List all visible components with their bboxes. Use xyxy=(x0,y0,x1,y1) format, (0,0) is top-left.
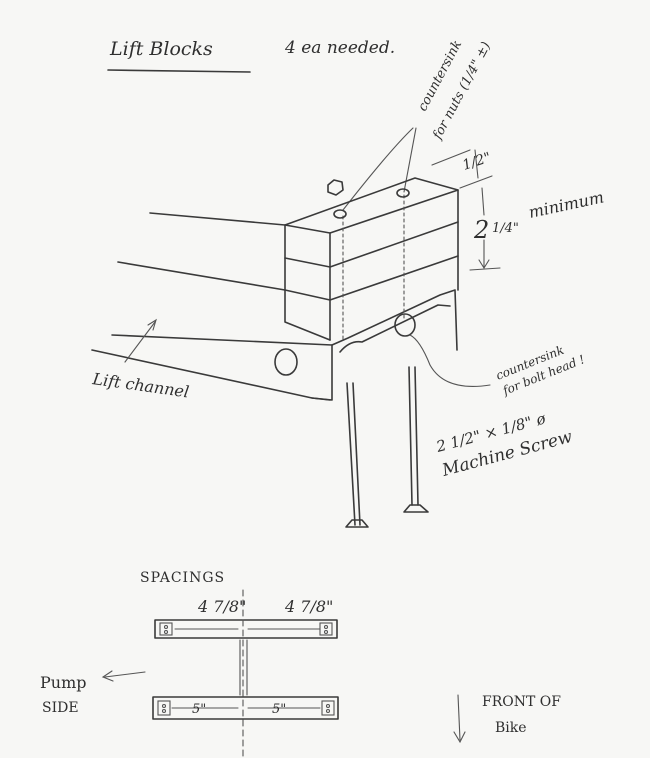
leader-nut-left xyxy=(342,127,414,211)
pump-label-line2: SIDE xyxy=(42,700,79,716)
nut-icon xyxy=(327,179,344,196)
lift-channel-label: Lift channel xyxy=(90,369,190,401)
countersink-bolt-note: countersink for bolt head ! xyxy=(494,343,587,398)
quantity-note: 4 ea needed. xyxy=(284,38,395,58)
spacing-right-bottom: 5" xyxy=(272,702,286,717)
spacings-label: SPACINGS xyxy=(140,570,225,586)
lift-channel-leader xyxy=(124,321,156,363)
machine-screws xyxy=(345,366,429,528)
dim-height-whole: 2 xyxy=(473,216,489,244)
nut-countersink-left xyxy=(333,209,347,219)
front-label-line2: Bike xyxy=(495,720,527,736)
channel-countersink-hole xyxy=(394,313,416,337)
dim-height-frac: 1/4" xyxy=(492,221,519,236)
channel-hole xyxy=(274,348,298,376)
countersink-nuts-note: countersink for nuts (1/4" ±) xyxy=(415,38,494,143)
pump-label-line1: Pump xyxy=(40,673,86,692)
spacing-right-top: 4 7/8" xyxy=(284,597,333,616)
spacing-bottom-bar xyxy=(152,696,339,720)
nut-countersink-right xyxy=(396,188,410,198)
front-label-line1: FRONT OF xyxy=(482,694,561,710)
title-text: Lift Blocks xyxy=(109,38,213,60)
spacing-top-bar xyxy=(154,619,338,639)
lift-channel xyxy=(91,212,458,401)
leader-bolt xyxy=(409,334,491,387)
dim-height-word: minimum xyxy=(527,187,606,221)
pump-arrow xyxy=(104,671,146,678)
title-underline xyxy=(107,69,251,73)
spacing-left-top: 4 7/8" xyxy=(197,597,246,616)
lift-block-stack xyxy=(284,177,459,341)
leader-nut-right xyxy=(403,127,417,193)
front-arrow xyxy=(457,694,461,741)
spacing-left-bottom: 5" xyxy=(192,702,206,717)
